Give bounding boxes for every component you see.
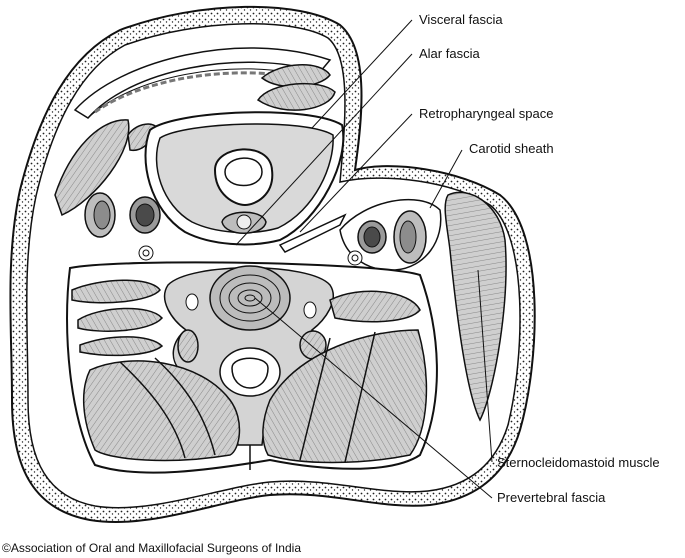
right-vagus-nerve bbox=[347, 250, 363, 266]
left-vagus-nerve-core bbox=[142, 249, 150, 257]
esophagus-lumen bbox=[236, 214, 252, 230]
strap-muscle-2 bbox=[256, 82, 336, 111]
vertebral-body-ring-2 bbox=[228, 282, 272, 314]
leader-prevertebral-fascia bbox=[254, 297, 493, 499]
sternocleidomastoid-muscle bbox=[444, 191, 507, 422]
left-carotid-lumen bbox=[135, 203, 155, 227]
left-paravertebral-nodule bbox=[177, 329, 199, 363]
left-jugular-lumen bbox=[93, 200, 111, 230]
posterior-muscle-divider-left-2 bbox=[154, 357, 216, 456]
vertebral-body-ring-3 bbox=[237, 289, 263, 307]
trachea-lumen bbox=[224, 157, 263, 187]
leader-carotid-sheath bbox=[429, 149, 463, 209]
spinal-cord bbox=[231, 357, 269, 389]
posterior-muscle-mass-right bbox=[262, 329, 428, 464]
copyright-notice: ©Association of Oral and Maxillofacial S… bbox=[2, 541, 301, 555]
posterior-muscle-divider-right-2 bbox=[344, 331, 376, 463]
scalene-muscle-left-2 bbox=[77, 307, 163, 332]
vertebral-body-ring-1 bbox=[219, 274, 281, 322]
vertebral-body bbox=[209, 265, 291, 331]
leader-visceral-fascia bbox=[311, 19, 413, 129]
scalene-muscle-left-1 bbox=[71, 279, 161, 304]
right-carotid-lumen bbox=[363, 226, 381, 248]
right-vertebral-foramen bbox=[303, 301, 317, 319]
scalene-muscle-left-3 bbox=[79, 336, 164, 357]
posterior-muscle-divider-left-1 bbox=[119, 361, 186, 459]
strap-muscle-left-1 bbox=[54, 119, 130, 217]
label-visceral-fascia: Visceral fascia bbox=[419, 12, 503, 27]
right-vagus-nerve-core bbox=[351, 254, 359, 262]
alar-fascia-line bbox=[278, 213, 347, 253]
label-carotid-sheath: Carotid sheath bbox=[469, 141, 554, 156]
left-vagus-nerve bbox=[138, 245, 154, 261]
left-vertebral-foramen bbox=[185, 293, 199, 311]
posterior-muscle-divider-right-1 bbox=[299, 337, 331, 461]
scalene-muscle-right bbox=[329, 290, 421, 323]
label-alar-fascia: Alar fascia bbox=[419, 46, 480, 61]
leader-retropharyngeal-space bbox=[299, 113, 413, 233]
label-sternocleidomastoid-muscle: Sternocleidomastoid muscle bbox=[497, 455, 660, 470]
label-prevertebral-fascia: Prevertebral fascia bbox=[497, 490, 606, 505]
leader-sternocleidomastoid bbox=[477, 269, 493, 463]
leader-alar-fascia bbox=[235, 53, 413, 246]
label-retropharyngeal-space: Retropharyngeal space bbox=[419, 106, 554, 121]
right-jugular-lumen bbox=[399, 220, 417, 254]
posterior-muscle-mass-left bbox=[82, 360, 241, 462]
